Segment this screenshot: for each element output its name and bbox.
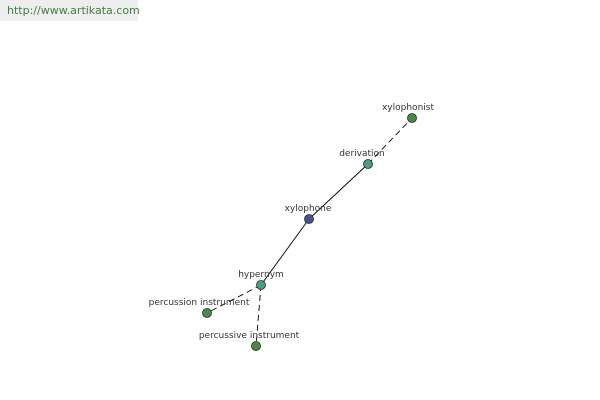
node-hypernym[interactable] <box>256 280 266 290</box>
site-url-link[interactable]: http://www.artikata.com <box>0 0 140 21</box>
node-label-derivation[interactable]: derivation <box>339 149 385 159</box>
node-label-hypernym[interactable]: hypernym <box>238 270 284 280</box>
edge-xylophone-to-hypernym <box>260 218 310 286</box>
edge-xylophone-to-derivation <box>308 163 369 220</box>
node-xylophonist[interactable] <box>407 113 417 123</box>
node-percussive-instrument[interactable] <box>251 341 261 351</box>
edges-layer <box>206 117 413 347</box>
node-label-xylophonist[interactable]: xylophonist <box>382 103 434 113</box>
node-derivation[interactable] <box>363 159 373 169</box>
labels-layer: xylophonist derivation xylophone hypernym pe… <box>149 103 435 341</box>
nodes-layer <box>202 113 417 351</box>
edge-derivation-to-xylophonist <box>367 117 413 165</box>
node-label-percussive-instrument[interactable]: percussive instrument <box>199 331 300 341</box>
edge-hypernym-to-percussion-instrument <box>206 284 262 314</box>
node-label-xylophone[interactable]: xylophone <box>285 204 332 214</box>
node-percussion-instrument[interactable] <box>202 308 212 318</box>
node-xylophone[interactable] <box>304 214 314 224</box>
edge-hypernym-to-percussive-instrument <box>255 284 262 347</box>
node-label-percussion-instrument[interactable]: percussion instrument <box>149 298 250 308</box>
